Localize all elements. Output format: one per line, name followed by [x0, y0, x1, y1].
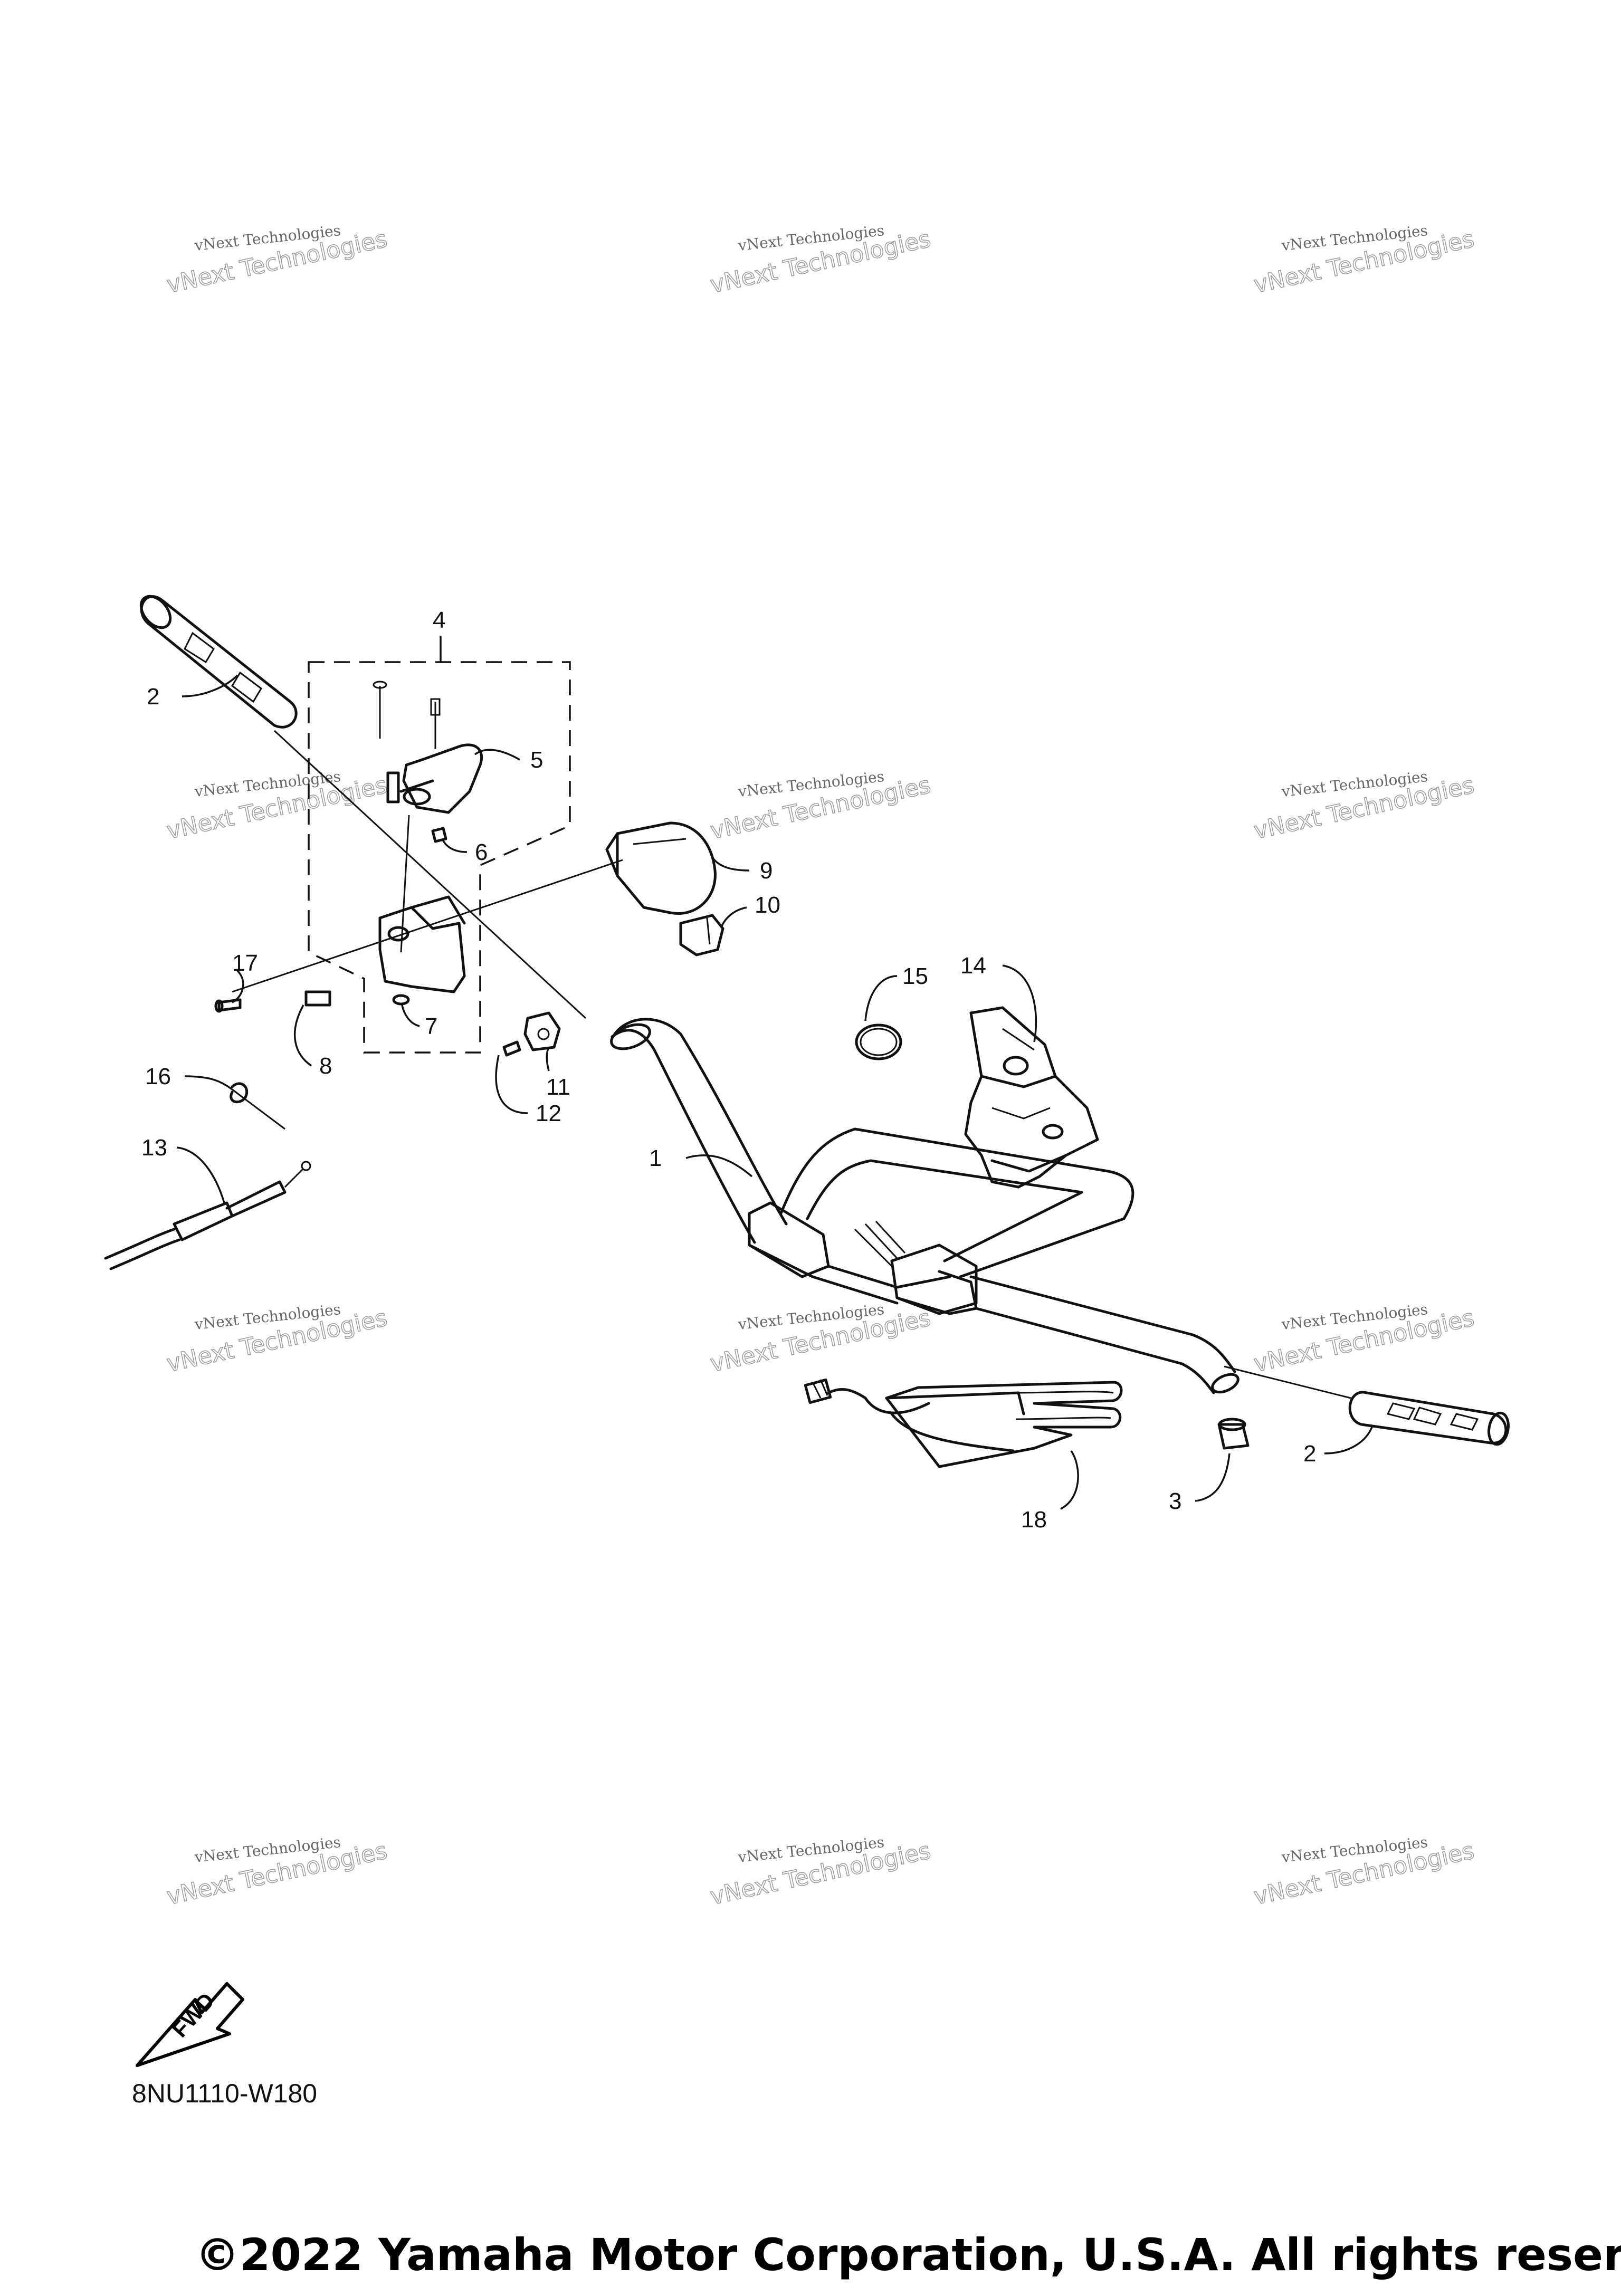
leader-lines [176, 636, 1373, 1510]
cable-clip-line [232, 1088, 285, 1130]
callout-4: 4 [433, 607, 445, 633]
switch-part-11 [523, 1011, 561, 1051]
throttle-cable-part-13 [104, 1161, 311, 1270]
copyright-notice: ©2022 Yamaha Motor Corporation, U.S.A. A… [195, 2229, 1621, 2281]
diagram-code: 8NU1110-W180 [132, 2079, 317, 2108]
callout-10: 10 [755, 892, 780, 918]
fwd-arrow-icon: FWD [136, 1982, 244, 2067]
handlebar-part-1 [610, 1018, 1239, 1394]
callout-17: 17 [232, 950, 258, 976]
callout-3: 3 [1169, 1488, 1181, 1514]
callout-8: 8 [319, 1053, 332, 1079]
callout-14: 14 [960, 953, 986, 979]
assembly-box-4 [308, 661, 571, 1054]
callout-1: 1 [649, 1145, 662, 1171]
band-part-15 [855, 1023, 902, 1060]
callout-9: 9 [760, 858, 773, 884]
callout-15: 15 [902, 963, 928, 989]
callout-2-right: 2 [1303, 1441, 1316, 1467]
bracket-part-14 [964, 1006, 1099, 1189]
grip-centerline-left [273, 730, 587, 1019]
callout-16: 16 [145, 1064, 171, 1089]
callout-12: 12 [536, 1101, 561, 1126]
throttle-housing [378, 895, 466, 993]
grip-centerline-right [1224, 1365, 1351, 1399]
cover-part-10 [679, 914, 724, 956]
grip-right-part-2 [1348, 1391, 1510, 1446]
grip-heater-part-18 [804, 1378, 1123, 1468]
callout-numbers: 1 2 2 3 4 5 6 7 8 9 10 11 12 13 14 15 16… [141, 607, 1316, 1533]
washer-part-7 [392, 994, 410, 1006]
callout-18: 18 [1021, 1507, 1047, 1533]
throttle-axis-line [232, 859, 623, 993]
pin-part-6 [431, 827, 447, 843]
callout-7: 7 [425, 1013, 437, 1039]
screw-part-17 [214, 998, 242, 1013]
callout-6: 6 [475, 839, 488, 865]
screw-part-12 [502, 1040, 521, 1057]
grip-left-part-2 [139, 595, 298, 729]
callout-13: 13 [141, 1135, 167, 1161]
cover-part-9 [605, 821, 717, 915]
cable-clip-part-16 [230, 1082, 249, 1104]
callout-2-left: 2 [147, 684, 159, 710]
centerlines [232, 730, 1351, 1399]
callout-11: 11 [546, 1074, 570, 1100]
plate-part-8 [304, 990, 331, 1007]
end-cap-part-3 [1217, 1418, 1250, 1450]
throttle-lever-part-5 [373, 681, 483, 814]
callout-5: 5 [530, 747, 543, 773]
